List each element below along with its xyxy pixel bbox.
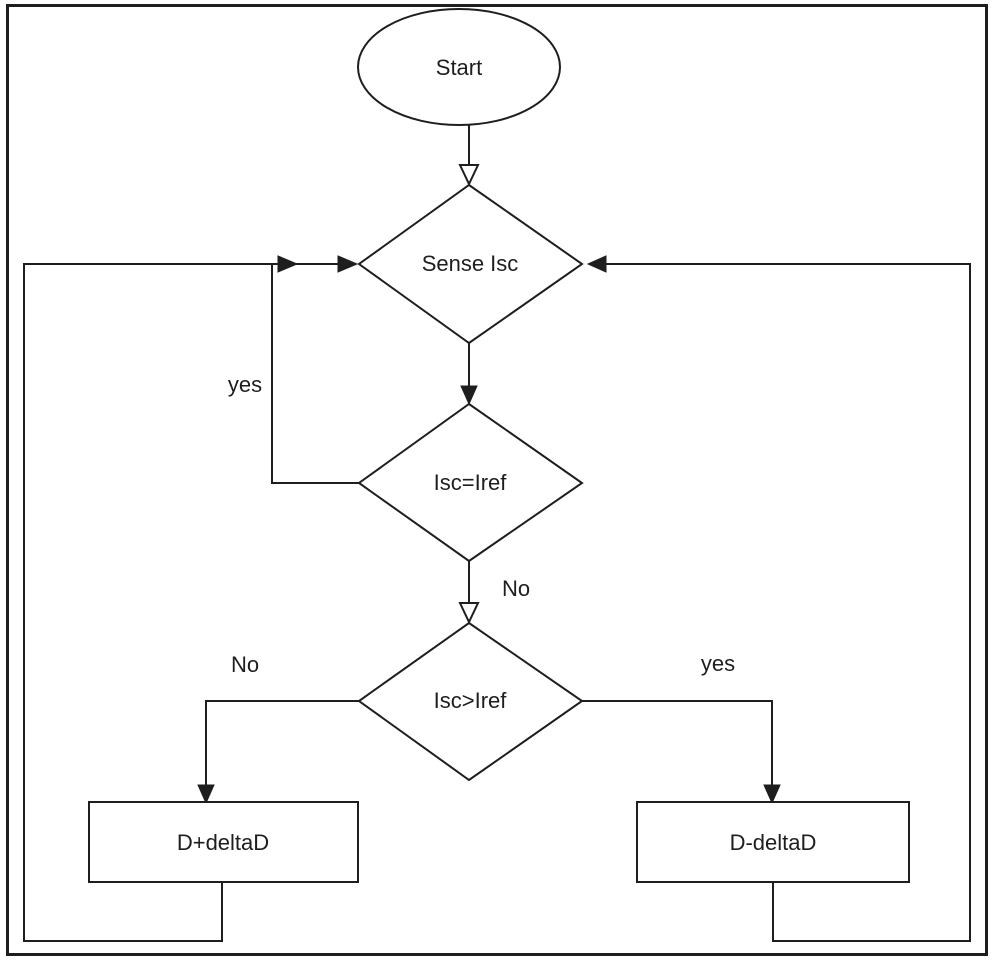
d-minus-deltad-label: D-deltaD (730, 830, 817, 855)
edge-greater-no (205, 700, 359, 785)
edge-label-no: No (502, 576, 530, 601)
edge-increase-loop (23, 263, 278, 942)
edge-decrease-loop (606, 263, 971, 942)
solid-arrowhead (586, 255, 607, 273)
isc-equal-iref-label: Isc=Iref (434, 470, 508, 495)
edge-label-no: No (231, 652, 259, 677)
edge-label-yes: yes (701, 651, 735, 676)
isc-greater-iref-node (357, 621, 584, 782)
edge-label-yes: yes (228, 372, 262, 397)
d-plus-deltad-label: D+deltaD (177, 830, 269, 855)
solid-arrowhead (460, 385, 478, 406)
solid-arrowhead (197, 784, 215, 805)
solid-arrowhead (277, 255, 299, 273)
sense-isc-label: Sense Isc (422, 251, 519, 276)
open-arrowhead (458, 164, 480, 187)
solid-arrowhead (337, 255, 359, 273)
solid-arrowhead (763, 784, 781, 805)
d-minus-deltad-node (636, 801, 910, 883)
edge-equal-yes-loop (271, 263, 359, 484)
start-label: Start (436, 55, 482, 80)
start-node (357, 8, 561, 126)
isc-greater-iref-label: Isc>Iref (434, 688, 508, 713)
edge-greater-yes (582, 700, 773, 785)
d-plus-deltad-node (88, 801, 359, 883)
open-arrowhead (458, 602, 480, 625)
